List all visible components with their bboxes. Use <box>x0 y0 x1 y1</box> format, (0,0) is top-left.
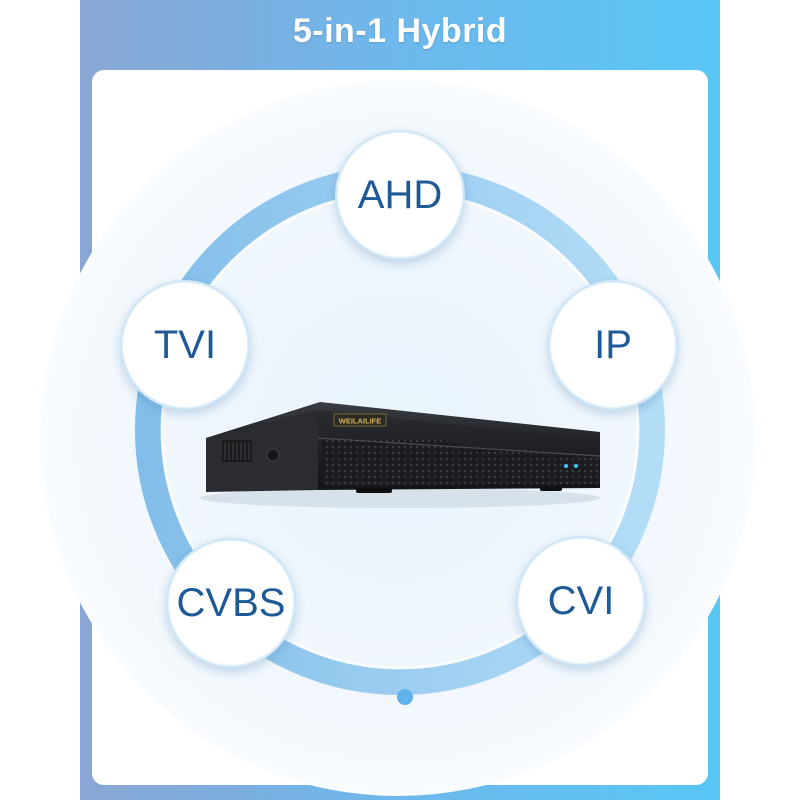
status-led <box>574 464 578 468</box>
status-led <box>564 464 568 468</box>
dvr-recorder-image: WEILAILIFE <box>200 402 601 508</box>
format-bubble-ahd: AHD <box>335 130 465 260</box>
brand-label: WEILAILIFE <box>339 417 382 426</box>
format-label: IP <box>594 322 632 367</box>
format-bubble-cvi: CVI <box>516 536 646 666</box>
ring-dot <box>397 689 413 705</box>
format-bubble-tvi: TVI <box>120 280 250 410</box>
format-bubble-ip: IP <box>548 280 678 410</box>
format-label: AHD <box>357 172 443 217</box>
format-label: CVI <box>547 578 615 623</box>
format-label: CVBS <box>176 580 286 625</box>
page-title: 5-in-1 Hybrid <box>292 12 508 50</box>
format-label: TVI <box>153 322 217 367</box>
format-bubble-cvbs: CVBS <box>166 538 296 668</box>
